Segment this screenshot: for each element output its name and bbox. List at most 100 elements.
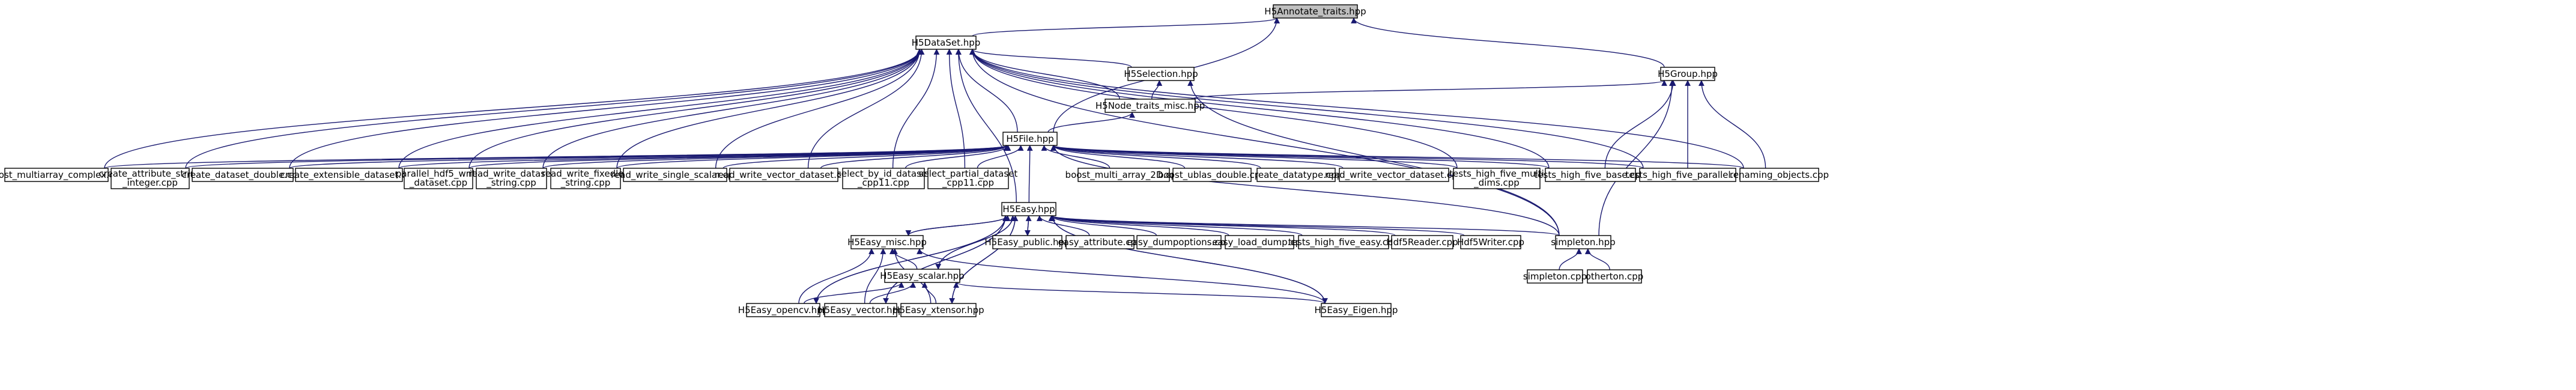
edge-h5easy-to-easy_load_dump [1049,215,1229,236]
node-create-attr-string-box [111,168,190,189]
node-selection-box [1127,67,1195,81]
node-boost-ublas-label: boost_ublas_double.cpp [1158,169,1266,181]
node-easy-attribute[interactable]: easy_attribute.cpp [1058,235,1142,249]
edge-file-to-boost_ublas [1050,145,1186,169]
node-easy-dumpoptions-box [1136,235,1222,249]
node-otherton-box [1587,269,1642,284]
node-boost-ublas[interactable]: boost_ublas_double.cpp [1158,168,1266,182]
node-simpleton-cpp[interactable]: simpleton.cpp [1523,269,1587,284]
node-read-write-ds-str-label: read_write_dataset [468,168,554,180]
node-easy-attribute-label: easy_attribute.cpp [1058,237,1142,248]
node-dataset-label: H5DataSet.hpp [912,37,981,48]
node-simpleton-hpp-box [1555,235,1611,249]
node-renaming[interactable]: renaming_objects.cpp [1730,168,1829,182]
node-h5easy-scalar[interactable]: H5Easy_scalar.hpp [880,269,965,283]
node-h5easy-misc-label: H5Easy_misc.hpp [847,237,927,248]
node-tests-multi-dims-box [1453,168,1541,189]
node-rw-vector-ds[interactable]: read_write_vector_dataset.cpp [715,168,853,182]
edge-h5easy_scalar-to-h5easy_opencv [804,282,905,304]
edge-dataset-to-boost_multiarray [104,49,923,169]
node-create-ds-double[interactable]: create_dataset_double.cpp [182,168,304,182]
edge-group-to-node_traits_misc [1191,80,1667,100]
node-boost-multiarray[interactable]: boost_multiarray_complex.cpp [0,168,126,182]
node-read-write-fixedlen-label: read_write_fixedlen [542,168,629,180]
node-rw-single-scalar-label: read_write_single_scalar.cpp [611,169,739,181]
node-boost-multi-2d-box [1077,168,1170,182]
edge-file-to-rw_vector_ds2 [1050,145,1344,169]
node-boost-multi-2d[interactable]: boost_multi_array_2D.cpp [1065,168,1183,182]
node-read-write-fixedlen-box [550,168,621,189]
edge-dataset-to-select_by_id [892,49,940,169]
node-select-partial-label: _cpp11.cpp [942,177,994,189]
node-create-attr-string[interactable]: create_attribute_string_integer.cpp [98,168,202,189]
node-annotate[interactable]: H5Annotate_traits.hpp [1264,4,1366,19]
edge-selection-to-node_traits_misc [1151,80,1163,100]
edge-h5easy_misc-to-h5easy_eigen [917,248,1326,304]
node-node-traits-misc-label: H5Node_traits_misc.hpp [1096,100,1205,112]
edge-h5easy_eigen-to-h5easy [1052,215,1328,304]
node-hdf5writer[interactable]: Hdf5Writer.cpp [1457,235,1524,249]
edge-h5easy_misc-to-h5easy_vector [864,248,886,304]
node-tests-parallel-box [1639,168,1736,182]
node-h5easy-vector[interactable]: H5Easy_vector.hpp [817,303,904,317]
node-hdf5reader[interactable]: Hdf5Reader.cpp [1386,235,1458,249]
edge-dataset-to-file [956,49,1018,133]
node-tests-parallel-label: tests_high_five_parallel.cpp [1625,169,1750,181]
node-create-ds-double-box [192,168,294,182]
node-selection[interactable]: H5Selection.hpp [1124,67,1198,81]
node-easy-dumpoptions[interactable]: easy_dumpoptions.cpp [1127,235,1231,249]
node-simpleton-cpp-label: simpleton.cpp [1523,271,1587,282]
node-h5easy-xtensor[interactable]: H5Easy_xtensor.hpp [893,303,984,317]
node-boost-multi-2d-label: boost_multi_array_2D.cpp [1065,169,1183,181]
node-group[interactable]: H5Group.hpp [1658,67,1718,81]
edge-dataset-to-h5easy [955,49,1017,203]
edge-dataset-to-node_traits_misc [969,49,1120,100]
node-otherton[interactable]: otherton.cpp [1586,269,1644,284]
node-tests-easy[interactable]: tests_high_five_easy.cpp [1288,235,1399,249]
edge-annotate-to-group [1351,17,1665,68]
node-group-box [1660,67,1715,81]
node-renaming-label: renaming_objects.cpp [1730,169,1829,181]
node-create-extensible[interactable]: create_extensible_dataset.cpp [280,168,418,182]
node-tests-base[interactable]: tests_high_five_base.cpp [1534,168,1647,182]
node-select-partial-box [927,168,1009,189]
node-select-partial[interactable]: select_partial_dataset_cpp11.cpp [919,168,1018,189]
node-rw-single-scalar[interactable]: read_write_single_scalar.cpp [611,168,739,182]
node-h5easy-opencv[interactable]: H5Easy_opencv.hpp [738,303,828,317]
node-simpleton-hpp[interactable]: simpleton.hpp [1551,235,1616,249]
edge-dataset-to-tests_multi_dims [969,49,1458,169]
node-h5easy-public[interactable]: H5Easy_public.hpp [984,235,1070,249]
node-easy-attribute-box [1065,235,1135,249]
node-easy-load-dump-label: easy_load_dump.cpp [1212,237,1306,248]
node-node-traits-misc[interactable]: H5Node_traits_misc.hpp [1096,99,1205,113]
edge-h5easy_scalar-to-h5easy_vector [869,282,916,304]
node-dataset[interactable]: H5DataSet.hpp [912,35,981,50]
edge-h5easy_vector-to-h5easy [883,215,1006,304]
edge-file-to-select_partial [977,145,1024,169]
node-read-write-ds-str[interactable]: read_write_dataset_string.cpp [468,168,554,189]
node-file-box [1002,132,1058,146]
node-h5easy-misc[interactable]: H5Easy_misc.hpp [847,235,927,249]
node-simpleton-cpp-box [1527,269,1583,284]
node-h5easy[interactable]: H5Easy.hpp [1001,202,1056,216]
node-create-datatype[interactable]: create_datatype.cpp [1250,168,1342,182]
edge-dataset-to-create_attr_string [185,49,923,169]
node-tests-multi-dims-label: tests_high_five_multi [1449,168,1544,180]
node-parallel-hdf5[interactable]: parallel_hdf5_write_dataset.cpp [396,168,481,189]
node-h5easy-eigen[interactable]: H5Easy_Eigen.hpp [1315,303,1398,317]
edge-h5easy_misc-to-h5easy_opencv [798,248,874,304]
node-easy-load-dump[interactable]: easy_load_dump.cpp [1212,235,1307,249]
node-tests-multi-dims[interactable]: tests_high_five_multi_dims.cpp [1449,168,1544,189]
node-h5easy-label: H5Easy.hpp [1002,204,1055,215]
node-select-by-id[interactable]: select_by_id_dataset_cpp11.cpp [837,168,930,189]
edge-h5easy_opencv-to-h5easy [813,215,1006,304]
node-file[interactable]: H5File.hpp [1002,132,1058,146]
node-rw-vector-ds2[interactable]: read_write_vector_dataset.cpp [1325,168,1463,182]
node-tests-parallel[interactable]: tests_high_five_parallel.cpp [1625,168,1750,182]
node-h5easy-vector-box [824,303,897,317]
node-read-write-fixedlen[interactable]: read_write_fixedlen_string.cpp [542,168,629,189]
node-create-attr-string-label: create_attribute_string [98,168,201,180]
node-h5easy-scalar-label: H5Easy_scalar.hpp [880,270,964,282]
edge-group-to-simpleton_hpp [1598,80,1675,236]
